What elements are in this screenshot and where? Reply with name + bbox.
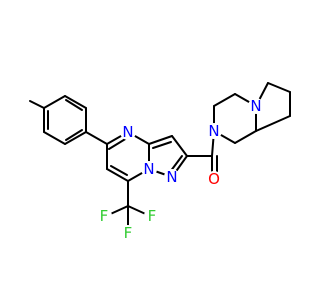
bond-aryl-link [85,131,108,145]
atom-bg [248,98,264,114]
n-bridge-label: N [143,160,154,178]
o-carbonyl-label: O [208,170,220,188]
atom-bg [164,169,180,185]
atom-label-layer: N N N N N O F F F [96,97,264,242]
atom-bg [96,208,112,224]
bond-tolyl [65,99,83,111]
bond-pyrazole [171,135,188,157]
bond-pyrazole [152,141,172,149]
molecule-diagram: N N N N N O F F F [29,82,291,242]
bond-tolyl [64,131,87,145]
bond-pyrimidine [108,137,128,150]
bond-pyrimidine [106,168,129,182]
f2-label: F [148,207,157,225]
bond-piperazine [213,93,236,107]
bond-tolyl [43,131,66,145]
bond-tolyl [64,95,87,109]
n-ring-fusion-label: N [250,97,261,115]
f3-label: F [124,224,133,242]
atom-bg [120,124,136,140]
bond-piperazine [234,130,257,144]
atom-bg [120,225,136,241]
bond-pyrimidine [110,165,128,176]
bond-pyrrolidine [267,82,291,93]
n-amide-label: N [208,122,219,140]
atom-bg [141,161,157,177]
bond-tolyl [65,129,83,141]
f1-label: F [100,207,109,225]
atom-bg [206,171,222,187]
structure-canvas: N N N N N O F F F [29,82,291,242]
bond-pyrrolidine [255,115,291,132]
atom-bg [144,208,160,224]
bond-methyl [29,100,45,109]
bond-pyrazole [148,135,173,145]
bond-tolyl [43,95,66,109]
n-pyrimidine-label: N [122,123,133,141]
n-pyrazole-label: N [166,168,177,186]
atom-bg [206,123,222,139]
